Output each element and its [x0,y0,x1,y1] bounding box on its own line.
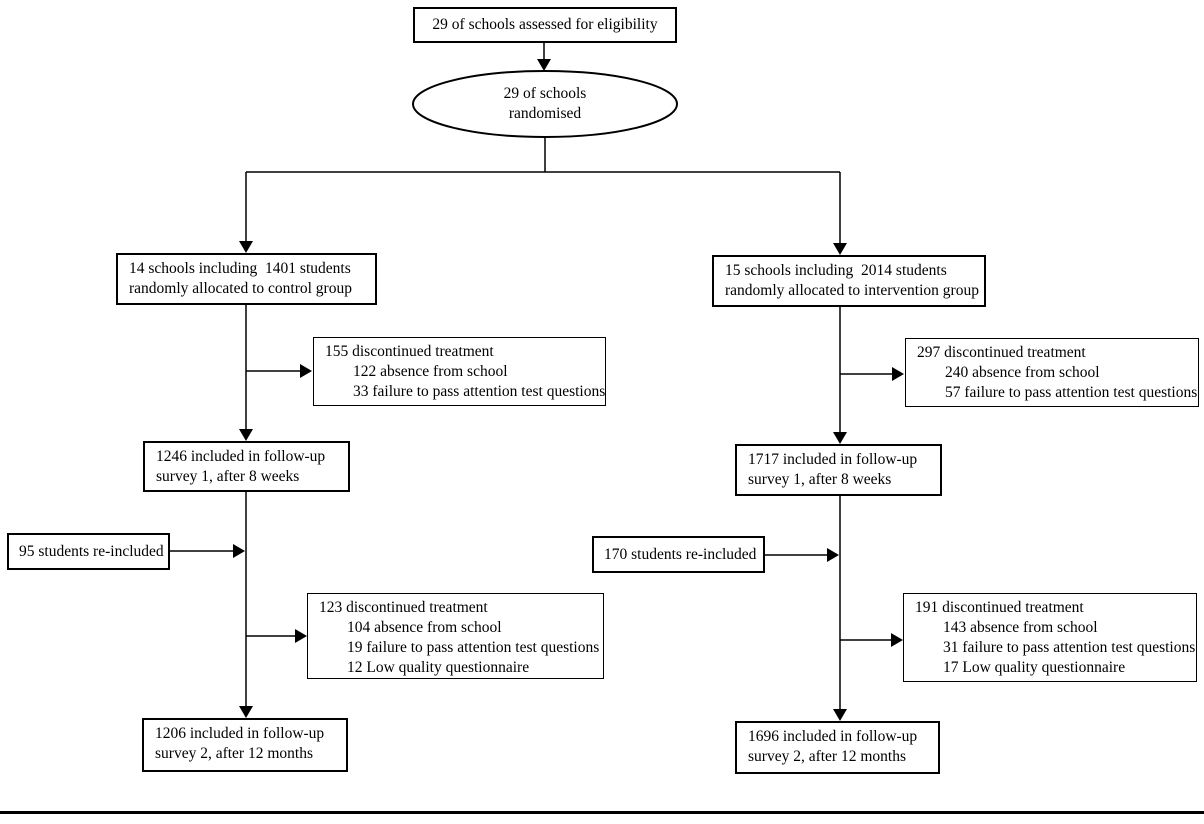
box-intervention-discontinued-2: 191 discontinued treatment 143 absence f… [903,593,1197,682]
text-line: survey 2, after 12 months [155,745,313,762]
text-line: 191 discontinued treatment [915,599,1084,616]
box-control-discontinued-2: 123 discontinued treatment 104 absence f… [307,593,604,679]
text-line: 1246 included in follow-up [156,448,326,465]
arrow-intervention-followup1-to-followup2 [765,496,903,721]
text-line: 29 of schools [503,85,587,102]
box-intervention-followup-2: 1696 included in follow-up survey 2, aft… [735,721,940,774]
text-line: randomised [508,105,582,122]
text-line: survey 1, after 8 weeks [156,468,300,485]
text-line: 57 failure to pass attention test questi… [945,384,1198,401]
box-intervention-allocated: 15 schools including 2014 students rando… [712,255,986,307]
box-intervention-followup-1: 1717 included in follow-up survey 1, aft… [735,444,942,496]
arrow-control-followup1-to-followup2 [170,492,307,718]
text-line: 240 absence from school [945,364,1100,381]
text-line: 122 absence from school [353,363,508,380]
text-line: 95 students re-included [19,542,164,560]
text-line: 19 failure to pass attention test questi… [347,639,600,656]
box-assessed-eligibility: 29 of schools assessed for eligibility [413,7,677,43]
box-control-followup-1: 1246 included in follow-up survey 1, aft… [143,441,350,492]
text-line: randomly allocated to control group [129,280,352,297]
text-line: 15 schools including 2014 students [725,262,947,279]
text-line: 29 of schools assessed for eligibility [432,16,658,33]
text-line: 31 failure to pass attention test questi… [943,639,1196,656]
text-line: survey 1, after 8 weeks [748,471,892,488]
text-line: 297 discontinued treatment [917,344,1086,361]
text-line: 155 discontinued treatment [325,343,494,360]
text-line: 1206 included in follow-up [155,725,325,742]
text-line: 12 Low quality questionnaire [347,659,530,676]
text-line: survey 2, after 12 months [748,748,906,765]
text-line: randomly allocated to intervention group [725,282,979,299]
text-line: 104 absence from school [347,619,502,636]
box-control-followup-2: 1206 included in follow-up survey 2, aft… [142,718,348,772]
ellipse-randomised-label: 29 of schools randomised [413,71,677,137]
text-line: 123 discontinued treatment [319,599,488,616]
box-control-reincluded: 95 students re-included [7,533,170,570]
branch-randomised [239,137,847,255]
arrow-assessed-to-randomised [537,43,551,71]
text-line: 14 schools including 1401 students [129,260,351,277]
box-intervention-discontinued-1: 297 discontinued treatment 240 absence f… [905,338,1199,407]
arrow-control-allocated-to-followup1 [239,303,312,441]
text-line: 1717 included in follow-up [748,451,918,468]
text-line: 33 failure to pass attention test questi… [353,383,606,400]
box-intervention-reincluded: 170 students re-included [592,536,765,573]
box-control-allocated: 14 schools including 1401 students rando… [116,253,377,305]
text-line: 1696 included in follow-up [748,728,918,745]
text-line: 17 Low quality questionnaire [943,659,1126,676]
arrow-intervention-allocated-to-followup1 [833,305,904,444]
text-line: 170 students re-included [604,545,757,563]
box-control-discontinued-1: 155 discontinued treatment 122 absence f… [313,337,606,406]
text-line: 143 absence from school [943,619,1098,636]
